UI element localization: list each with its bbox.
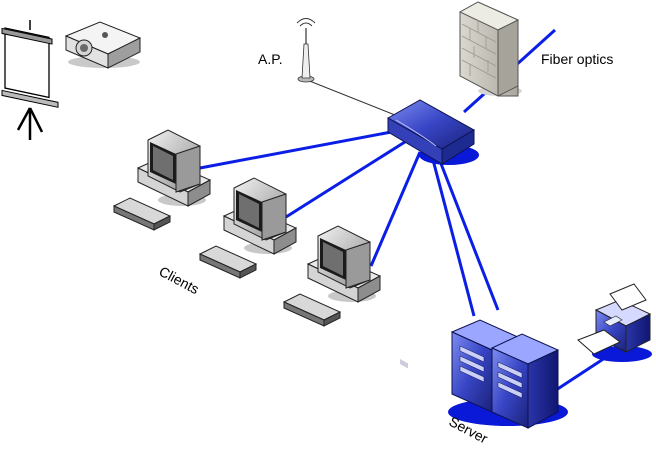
link-client-2	[285, 138, 409, 219]
link-client-3	[369, 151, 422, 267]
router-icon	[386, 99, 479, 369]
printer-icon	[577, 283, 652, 362]
antenna-icon	[296, 18, 316, 83]
computer-icon	[283, 225, 381, 327]
computer-icon	[112, 129, 212, 231]
projector-icon	[64, 21, 142, 69]
projector-screen-icon	[1, 20, 59, 140]
link-server-1	[430, 155, 476, 317]
access-point-label: A.P.	[258, 51, 283, 67]
link-client-1	[199, 128, 403, 170]
computer-icon	[199, 177, 297, 279]
server-icon	[448, 319, 568, 429]
link-server-2	[436, 155, 500, 311]
connections	[199, 28, 615, 394]
firewall-icon	[458, 1, 522, 97]
wire-ap-router	[306, 79, 401, 118]
fiber-optics-label: Fiber optics	[541, 51, 614, 67]
